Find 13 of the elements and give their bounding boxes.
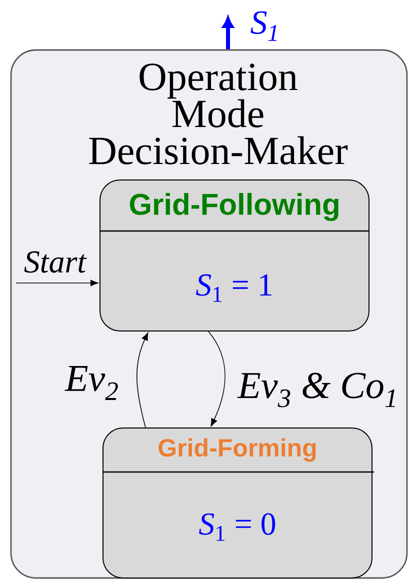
title: Operation Mode Decision-Maker xyxy=(89,64,348,164)
state-name: Grid-Following xyxy=(130,192,338,222)
state-output: S$_{1}$ = 1 xyxy=(196,274,272,302)
arrow xyxy=(16,280,98,286)
edge-label: Start xyxy=(24,251,87,273)
arrow xyxy=(208,331,226,426)
edge-label: S$_{1}$ xyxy=(250,11,277,41)
state-output: S$_{1}$ = 0 xyxy=(199,513,276,541)
arrow xyxy=(222,17,234,50)
state-name: Grid-Forming xyxy=(158,438,316,462)
arrow xyxy=(136,332,148,428)
edge-label: Ev$_{3}$ & Co$_{1}$ xyxy=(237,372,395,408)
edge-label: Ev$_{2}$ xyxy=(64,366,118,400)
